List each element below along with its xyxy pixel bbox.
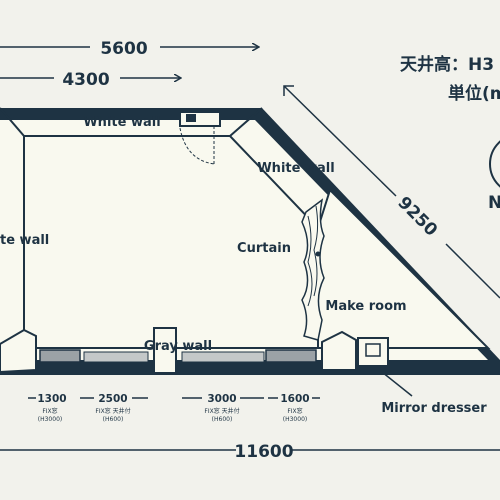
curtain-dot <box>315 251 321 257</box>
north-compass-icon <box>489 140 500 188</box>
bottom-wall <box>0 372 500 375</box>
mirror-dresser-mirror <box>365 343 381 357</box>
curtain-fold-2 <box>313 205 319 297</box>
window-fix-2 <box>83 351 149 363</box>
mirror-dresser-leader <box>381 371 413 397</box>
label-mirror-dresser: Mirror dresser <box>381 401 487 416</box>
dim-seg-1-value: 1300 <box>37 393 66 405</box>
dim-seg-2-height: (H600) <box>103 416 124 423</box>
left-cabinet <box>0 328 37 374</box>
make-room-cabinet <box>321 330 357 371</box>
curtain-fold-1 <box>307 215 313 307</box>
ceiling-height-label: 天井高：H3 <box>400 54 494 75</box>
door-panel <box>186 114 196 122</box>
dim-seg-2-value: 2500 <box>98 393 127 405</box>
dim-label-4300: 4300 <box>62 70 109 90</box>
door-swing <box>179 126 215 165</box>
dim-label-11600: 11600 <box>234 442 293 462</box>
dim-seg-4-height: (H3000) <box>283 416 307 423</box>
dim-seg-1-note: FIX窓 <box>42 407 57 415</box>
dim-seg-2-note: FIX窓 天井付 <box>95 407 130 415</box>
window-fix-4 <box>265 349 317 363</box>
dim-seg-3-note: FIX窓 天井付 <box>204 407 239 415</box>
label-white-wall-left: te wall <box>0 233 49 248</box>
dim-seg-3-height: (H600) <box>212 416 233 423</box>
wall-perspective-top-right <box>229 107 263 137</box>
label-gray-wall: Gray wall <box>144 339 212 354</box>
dim-line-9250-a <box>283 85 397 197</box>
north-letter: N <box>488 193 500 213</box>
label-curtain: Curtain <box>237 241 291 256</box>
label-make-room: Make room <box>325 299 406 314</box>
dim-seg-4-value: 1600 <box>280 393 309 405</box>
dim-line-9250-b <box>445 243 500 299</box>
curtain <box>301 198 325 341</box>
dim-seg-1-height: (H3000) <box>38 416 62 423</box>
window-fix-1 <box>39 349 81 363</box>
wall-perspective-top-left <box>0 107 25 137</box>
dim-arrow-9250 <box>283 85 294 96</box>
dim-seg-3-value: 3000 <box>207 393 236 405</box>
unit-label: 単位(m <box>448 83 500 104</box>
dim-seg-4-note: FIX窓 <box>287 407 302 415</box>
label-white-wall-top: White wall <box>83 115 160 130</box>
window-fix-3 <box>181 351 265 363</box>
label-white-wall-right: White wall <box>257 161 334 176</box>
dim-label-9250: 9250 <box>393 193 441 241</box>
dim-label-5600: 5600 <box>100 39 147 59</box>
